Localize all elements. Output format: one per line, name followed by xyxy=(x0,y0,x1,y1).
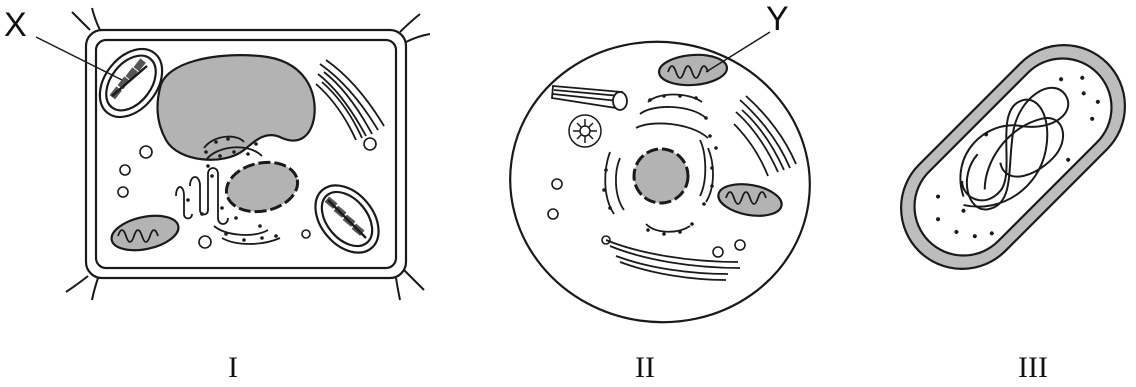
panel-numeral-2: II xyxy=(635,353,655,383)
mitochondrion xyxy=(658,53,728,88)
x-pointer-line xyxy=(36,37,122,80)
bacterial-cell xyxy=(876,20,1136,294)
vacuole xyxy=(158,55,315,160)
animal-cell xyxy=(492,22,828,341)
centriole xyxy=(552,86,627,110)
nucleus xyxy=(634,149,688,203)
centrosome xyxy=(569,115,601,147)
label-x: X xyxy=(4,8,27,42)
plant-cell xyxy=(36,8,430,300)
mitochondrion xyxy=(108,210,181,255)
nucleus xyxy=(222,156,302,218)
golgi-apparatus xyxy=(606,240,740,280)
mitochondrion xyxy=(716,180,784,221)
panel-numeral-1: I xyxy=(228,353,238,383)
chloroplast xyxy=(303,173,392,265)
golgi-apparatus xyxy=(316,60,384,140)
panel-numeral-3: III xyxy=(1018,353,1048,383)
label-y: Y xyxy=(766,2,789,36)
